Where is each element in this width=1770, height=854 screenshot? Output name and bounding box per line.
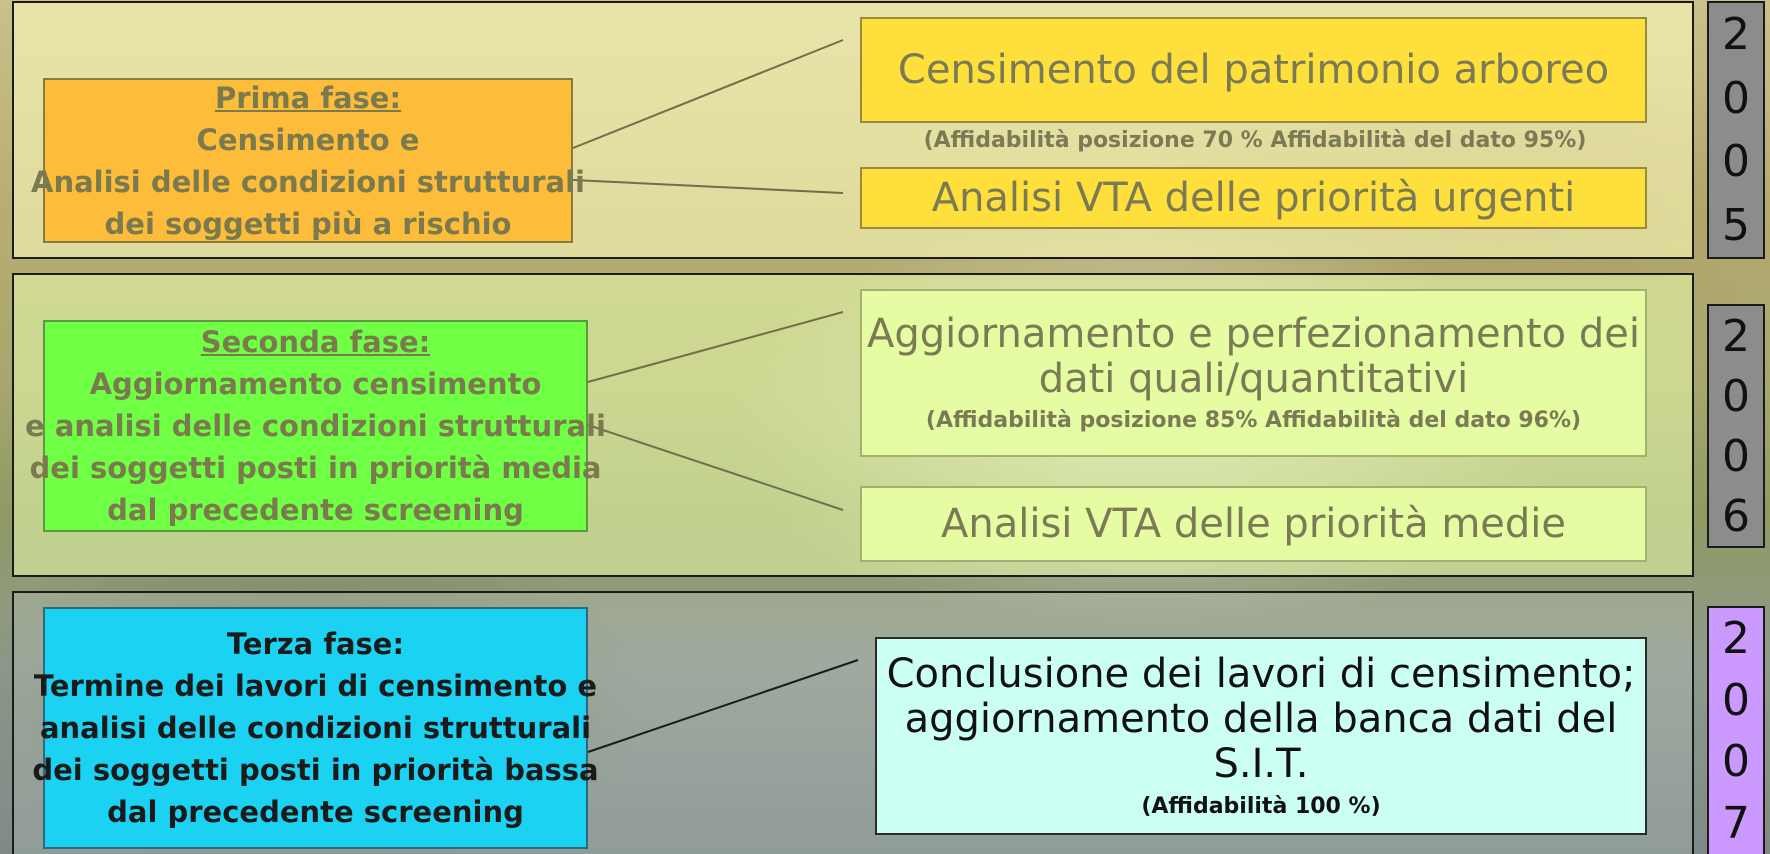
year-digit: 6 bbox=[1722, 490, 1750, 542]
year-2005-column: 2 0 0 5 bbox=[1707, 1, 1765, 259]
output-conclusion-box: Conclusione dei lavori di censimento; ag… bbox=[875, 637, 1647, 835]
year-digit: 2 bbox=[1722, 613, 1750, 665]
phase-3-line-2: analisi delle condizioni strutturali bbox=[39, 711, 592, 745]
year-2006-column: 2 0 0 6 bbox=[1707, 304, 1765, 548]
phase-2-line-1: Aggiornamento censimento bbox=[89, 367, 542, 401]
output-vta-urgent-box: Analisi VTA delle priorità urgenti bbox=[860, 167, 1647, 229]
output-update-text: Aggiornamento e perfezionamento dei dati… bbox=[867, 311, 1640, 402]
year-digit: 0 bbox=[1722, 136, 1750, 188]
phase-2-line-3: dei soggetti posti in priorità media bbox=[29, 451, 602, 485]
connector-p2-b3 bbox=[587, 311, 844, 383]
phase-3-line-1: Termine dei lavori di censimento e bbox=[33, 669, 598, 703]
year-digit: 0 bbox=[1722, 430, 1750, 482]
phase-2-line-4: dal precedente screening bbox=[107, 493, 524, 527]
connector-p3-b5 bbox=[587, 659, 859, 753]
year-digit: 2 bbox=[1722, 310, 1750, 362]
connector-p2-b4 bbox=[587, 424, 844, 511]
phase-2-title: Seconda fase: bbox=[200, 325, 431, 359]
connector-p1-b1 bbox=[572, 39, 844, 149]
connector-p1-b2 bbox=[572, 179, 844, 194]
output-census-box: Censimento del patrimonio arboreo bbox=[860, 17, 1647, 123]
year-digit: 5 bbox=[1722, 199, 1750, 251]
year-digit: 2 bbox=[1722, 9, 1750, 61]
phase-3-reliability-note: (Affidabilità 100 %) bbox=[1141, 793, 1381, 819]
output-update-box: Aggiornamento e perfezionamento dei dati… bbox=[860, 289, 1647, 457]
year-digit: 0 bbox=[1722, 736, 1750, 788]
phase-3-title: Terza fase: bbox=[226, 627, 405, 661]
phase-3-line-3: dei soggetti posti in priorità bassa bbox=[32, 753, 599, 787]
year-digit: 0 bbox=[1722, 370, 1750, 422]
output-vta-urgent-text: Analisi VTA delle priorità urgenti bbox=[931, 174, 1576, 221]
output-vta-medium-box: Analisi VTA delle priorità medie bbox=[860, 486, 1647, 562]
phase-3-line-4: dal precedente screening bbox=[107, 795, 524, 829]
year-2007-column: 2 0 0 7 bbox=[1707, 606, 1765, 854]
phase-1-reliability-note: (Affidabilità posizione 70 % Affidabilit… bbox=[923, 128, 1587, 153]
output-census-text: Censimento del patrimonio arboreo bbox=[897, 46, 1610, 93]
phase-2-box: Seconda fase: Aggiornamento censimento e… bbox=[25, 320, 606, 532]
phase-2-reliability-note: (Affidabilità posizione 85% Affidabilità… bbox=[925, 408, 1582, 433]
output-conclusion-text: Conclusione dei lavori di censimento; ag… bbox=[886, 650, 1636, 787]
phase-1-line-3: dei soggetti più a rischio bbox=[104, 206, 512, 241]
output-vta-medium-text: Analisi VTA delle priorità medie bbox=[940, 500, 1567, 547]
phase-2-line-2: e analisi delle condizioni strutturali bbox=[25, 409, 606, 443]
phase-3-box: Terza fase: Termine dei lavori di censim… bbox=[32, 607, 599, 849]
phase-1-box: Prima fase: Censimento e Analisi delle c… bbox=[31, 78, 585, 243]
year-digit: 7 bbox=[1722, 797, 1750, 849]
year-digit: 0 bbox=[1722, 674, 1750, 726]
phase-1-line-2: Analisi delle condizioni strutturali bbox=[31, 164, 585, 199]
phase-1-title: Prima fase: bbox=[214, 80, 402, 115]
year-digit: 0 bbox=[1722, 72, 1750, 124]
phase-1-line-1: Censimento e bbox=[196, 122, 420, 157]
